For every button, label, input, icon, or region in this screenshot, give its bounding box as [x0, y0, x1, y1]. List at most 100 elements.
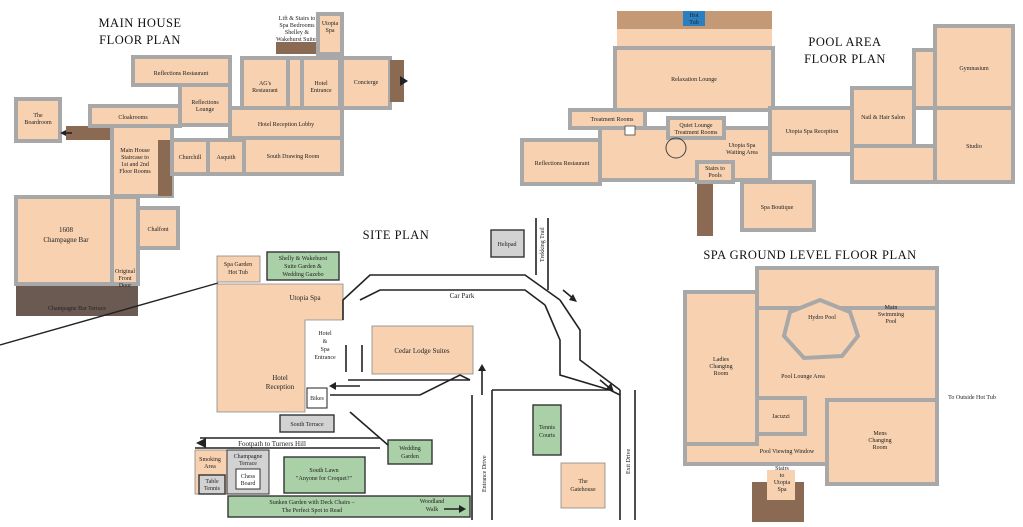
south-drawing-room-label: South Drawing Room	[267, 154, 320, 160]
deck-lower	[617, 29, 772, 47]
main-staircase-stairs	[158, 140, 172, 196]
footpath-arrow	[196, 438, 206, 448]
staircase-label-1: Main House	[120, 148, 150, 154]
champagne-bar-label-1: 1608	[59, 226, 74, 234]
sunken-garden-label-2: The Perfect Spot to Read	[282, 507, 342, 514]
pool-viewing-window-label: Pool Viewing Window	[760, 449, 815, 455]
stairs-utopia-label-4: Spa	[778, 487, 787, 493]
main-pool-label-2: Swimming	[878, 312, 904, 318]
utopia-spa-hotel-reception-building	[216, 283, 344, 413]
main-house-title-line2: FLOOR PLAN	[99, 33, 181, 47]
staircase-label-4: Floor Rooms	[119, 169, 151, 175]
sunken-garden	[227, 495, 471, 518]
mens-label-2: Changing	[868, 438, 891, 444]
reflections-restaurant-label: Reflections Restaurant	[154, 70, 209, 77]
tennis-courts-label-1: Tennis	[539, 425, 556, 431]
trekking-trail-label: Trekking Trail	[540, 227, 546, 262]
gatehouse-label-2: Gatehouse	[570, 487, 596, 493]
hotel-spa-entrance-label-4: Entrance	[314, 355, 336, 361]
road-east-inner	[544, 304, 611, 391]
outside-hot-tub-label: To Outside Hot Tub	[948, 395, 996, 401]
concierge-stairs	[390, 60, 404, 102]
boardroom-label-2: Boardroom	[24, 120, 52, 126]
table-tennis	[198, 474, 226, 495]
woodland-walk-label-1: Woodland	[420, 499, 445, 505]
cedar-lodge-suites	[371, 325, 474, 375]
lift-stairs-label-2: Spa Bedrooms	[279, 23, 315, 29]
champagne-bar-terrace	[16, 284, 138, 316]
stairs-utopia-label-1: Stairs	[775, 466, 789, 472]
road-east	[559, 299, 621, 391]
staircase-label-3: 1st and 2nd	[121, 162, 149, 168]
sunken-garden-label-1: Sunken Garden with Deck Chairs –	[269, 500, 355, 506]
reflections-restaurant-room	[131, 55, 232, 87]
ags-restaurant-label-2: Restaurant	[252, 88, 278, 94]
woodland-walk-arrow	[459, 505, 466, 513]
nail-hair-salon-label: Nail & Hair Salon	[861, 115, 905, 121]
ladies-label-1: Ladies	[713, 357, 730, 363]
nail-hair-salon-room	[850, 86, 916, 148]
car-park-label: Car Park	[450, 292, 475, 300]
champagne-terrace-site-label-1: Champagne	[234, 454, 263, 460]
boardroom-label-1: The	[33, 113, 43, 119]
hotel-spa-entrance-label-3: Spa	[321, 347, 330, 353]
studio-corridor-room	[850, 144, 937, 184]
mens-changing-room	[825, 398, 939, 486]
south-drawing-room	[242, 136, 344, 176]
ladies-label-2: Changing	[709, 364, 732, 370]
reflections-restaurant-pool-label: Reflections Restaurant	[535, 160, 590, 167]
spa-garden-hot-tub	[216, 255, 261, 283]
spa-boutique-room	[740, 180, 816, 232]
hydro-pool	[781, 297, 861, 361]
gatehouse-label-1: The	[578, 479, 588, 485]
hotel-entrance-label-2: Entrance	[310, 88, 332, 94]
pool-lounge-label: Pool Lounge Area	[781, 374, 825, 380]
chess-label-2: Board	[241, 481, 256, 487]
hotel-entrance-label-1: Hotel	[314, 81, 328, 87]
quiet-lounge-label-1: Quiet Lounge	[679, 123, 712, 129]
helipad-label: Helipad	[498, 242, 517, 248]
reflections-lounge-label-1: Reflections	[191, 99, 219, 106]
churchill-label: Churchill	[179, 155, 202, 161]
pool-area-floor-plan: Hot Tub Relaxation Lounge Treatment Room…	[520, 11, 1015, 236]
footpath-label: Footpath to Turners Hill	[238, 440, 306, 448]
hot-tub	[683, 11, 705, 26]
spa-garden-label-1: Spa Garden	[224, 262, 252, 268]
ladies-label-3: Room	[714, 371, 729, 377]
cloakrooms-label: Cloakrooms	[118, 115, 148, 121]
hotel-reception-label-1: Hotel	[272, 374, 288, 382]
smoking-label-1: Smoking	[199, 457, 221, 463]
spa-ground-level-floor-plan: Hydro Pool Main Swimming Pool Ladies Cha…	[683, 266, 996, 522]
south-terrace	[279, 414, 335, 433]
asquith-room	[206, 138, 246, 176]
stairs-to-pools-label-2: Pools	[708, 173, 722, 179]
mens-label-3: Room	[873, 445, 888, 451]
champagne-bar-label-2: Champagne Bar	[43, 236, 89, 244]
quiet-lounge-room	[666, 116, 726, 140]
woodland-walk-label-2: Walk	[426, 507, 439, 513]
south-terrace-label: South Terrace	[290, 422, 324, 428]
hotel-spa-entrance-label-2: &	[323, 339, 328, 345]
quiet-lounge-label-2: Treatment Rooms	[675, 130, 719, 136]
gym-annex-room	[912, 48, 937, 110]
relaxation-lounge-label: Relaxation Lounge	[671, 77, 717, 83]
spa-garden-label-2: Hot Tub	[228, 270, 248, 276]
shelly-label-1: Shelly & Wakehurst	[279, 256, 328, 262]
pool-area-title-line2: FLOOR PLAN	[804, 52, 886, 66]
stairs-to-pools-stairs	[697, 184, 713, 236]
wedding-garden	[387, 439, 433, 465]
gymnasium-label: Gymnasium	[959, 66, 989, 72]
champagne-terrace-site-label-2: Terrace	[239, 461, 257, 467]
bikes-shelter	[306, 387, 328, 409]
road-drive-north	[330, 374, 471, 396]
cedar-lodge-label: Cedar Lodge Suites	[394, 347, 449, 355]
site-plan-title: SITE PLAN	[363, 228, 430, 242]
exit-arrow	[606, 383, 614, 392]
hotel-reception-label-2: Reception	[266, 383, 295, 391]
hydro-pool-label: Hydro Pool	[808, 315, 836, 321]
main-pool-label-1: Main	[885, 305, 898, 311]
tennis-courts	[532, 404, 562, 456]
champagne-bar-terrace-label: Champagne Bar Terrace	[48, 306, 106, 312]
utopia-spa-small-label-1: Utopia	[322, 21, 339, 27]
